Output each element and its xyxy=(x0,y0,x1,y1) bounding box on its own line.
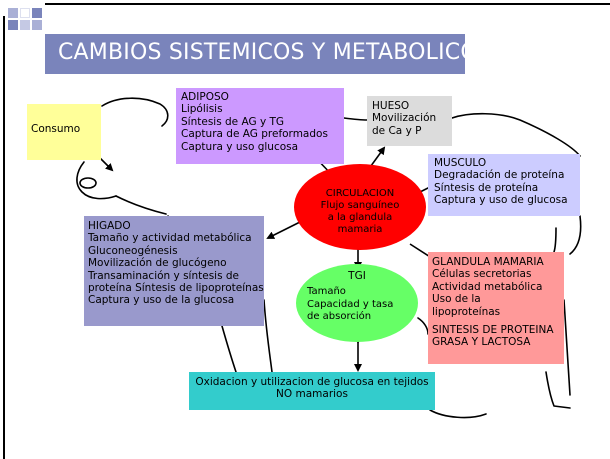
glandula-line: Células secretorias xyxy=(432,268,532,281)
arrow-circulacion-higado xyxy=(266,215,308,239)
tgi-line: de absorción xyxy=(307,311,372,322)
musculo-line: Degradación de proteína xyxy=(434,169,565,182)
circulacion-title: CIRCULACION xyxy=(325,188,395,199)
corner-square-6 xyxy=(32,20,42,30)
higado-line: Captura y uso de la glucosa xyxy=(88,294,235,307)
circulacion-line: mamaria xyxy=(337,224,383,235)
higado-line: Transaminación y síntesis de xyxy=(88,269,240,282)
adiposo-line: Captura de AG preformados xyxy=(181,128,328,141)
consumo-box: Consumo xyxy=(27,104,101,160)
circulacion-line: Flujo sanguíneo xyxy=(320,200,400,211)
adiposo-title: ADIPOSO xyxy=(181,91,229,103)
glandula-line: lipoproteínas xyxy=(432,305,501,318)
oxidacion-line: Oxidacion y utilizacion de glucosa en te… xyxy=(195,376,429,388)
musculo-line: Síntesis de proteína xyxy=(434,181,539,194)
circulacion-text: CIRCULACION Flujo sanguíneo a la glandul… xyxy=(294,188,426,236)
adiposo-line: Síntesis de AG y TG xyxy=(181,115,285,128)
higado-line: Movilización de glucógeno xyxy=(88,257,227,270)
glandula-line: Uso de la xyxy=(432,293,481,306)
glandula-title: GLANDULA MAMARIA xyxy=(432,256,544,268)
higado-title: HIGADO xyxy=(88,220,131,232)
tgi-line: Tamaño xyxy=(307,286,346,297)
slide-frame-left xyxy=(3,16,5,459)
higado-line: proteína Síntesis de lipoproteínas xyxy=(88,282,264,295)
glandula-sub-line: GRASA Y LACTOSA xyxy=(432,336,531,349)
higado-line: Gluconeogénesis xyxy=(88,244,178,257)
circulacion-ellipse xyxy=(294,164,426,250)
tgi-title: TGI xyxy=(348,270,366,282)
glandula-line: Actividad metabólica xyxy=(432,280,543,293)
oxidacion-box: Oxidacion y utilizacion de glucosa en te… xyxy=(189,372,435,410)
hueso-title: HUESO xyxy=(372,100,410,112)
corner-square-2 xyxy=(20,8,30,18)
consumo-label: Consumo xyxy=(31,123,81,135)
musculo-title: MUSCULO xyxy=(434,157,487,169)
hueso-line: de Ca y P xyxy=(372,124,422,137)
title-bar xyxy=(45,34,465,74)
corner-square-3 xyxy=(32,8,42,18)
adiposo-box: ADIPOSO Lipólisis Síntesis de AG y TG Ca… xyxy=(176,88,344,164)
tgi-ellipse xyxy=(296,264,418,342)
corner-square-5 xyxy=(20,20,30,30)
higado-box: HIGADO Tamaño y actividad metabólica Glu… xyxy=(84,216,264,326)
slide-title: CAMBIOS SISTEMICOS Y METABOLICOS xyxy=(58,40,493,65)
tgi-text: Tamaño Capacidad y tasa de absorción xyxy=(307,286,393,324)
glandula-box: GLANDULA MAMARIA Células secretorias Act… xyxy=(428,252,564,364)
circulacion-line: a la glandula xyxy=(327,212,393,223)
tgi-line: Capacidad y tasa xyxy=(307,298,394,310)
hueso-line: Movilización xyxy=(372,112,437,125)
hueso-box: HUESO Movilización de Ca y P xyxy=(367,96,452,146)
corner-square-1 xyxy=(8,8,18,18)
higado-line: Tamaño y actividad metabólica xyxy=(88,232,252,245)
musculo-line: Captura y uso de glucosa xyxy=(434,194,568,207)
adiposo-line: Lipólisis xyxy=(181,103,223,116)
adiposo-line: Captura y uso glucosa xyxy=(181,140,299,153)
slide-frame-top xyxy=(45,3,610,5)
musculo-box: MUSCULO Degradación de proteína Síntesis… xyxy=(428,154,580,216)
glandula-sub-title: SINTESIS DE PROTEINA xyxy=(432,324,554,337)
corner-square-4 xyxy=(8,20,18,30)
oxidacion-line: NO mamarios xyxy=(276,388,348,401)
